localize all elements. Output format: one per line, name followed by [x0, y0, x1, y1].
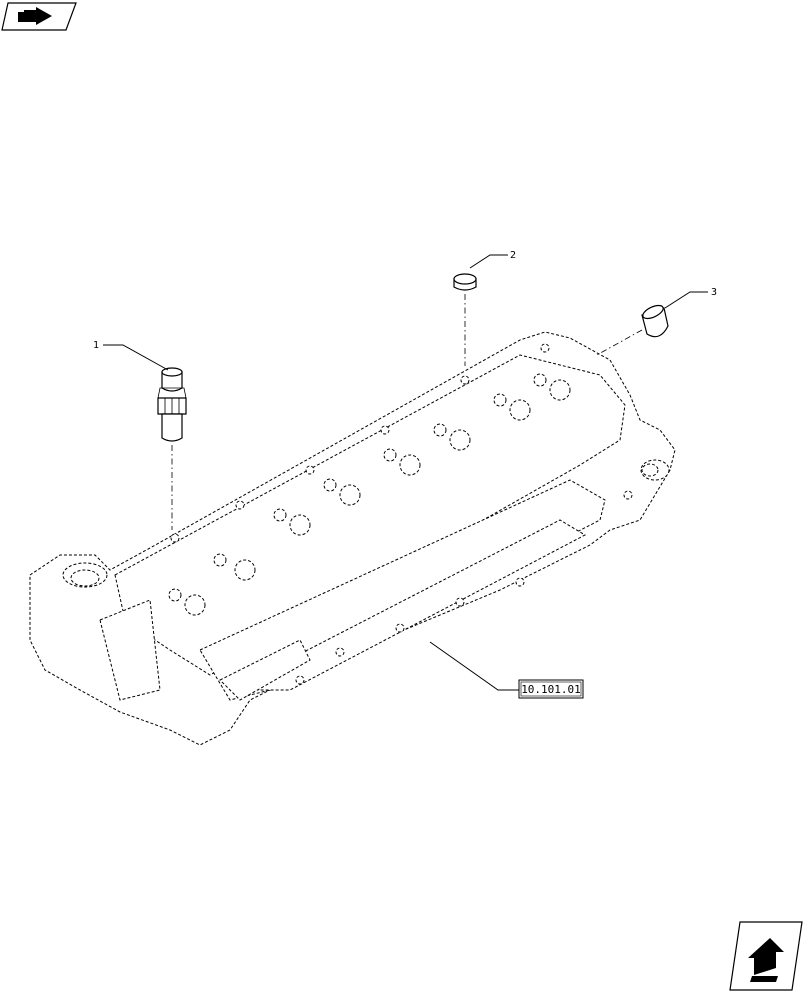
part-1-fitting [157, 367, 187, 442]
valve-clusters [168, 373, 571, 616]
reference-link[interactable]: 10.101.01 [518, 679, 584, 699]
book-arrow-icon[interactable] [1, 2, 77, 31]
callout-1: 1 [93, 340, 99, 351]
next-page-arrow-icon[interactable] [729, 921, 803, 991]
part-2-plug [453, 273, 477, 291]
part-3-cap [641, 304, 669, 338]
cylinder-head [29, 331, 676, 746]
part-3-axis [594, 329, 643, 357]
bolt-holes [170, 343, 633, 685]
callout-2: 2 [510, 250, 516, 261]
callout-1-leader [103, 344, 169, 371]
callout-3-leader [664, 291, 708, 309]
callout-2-leader [469, 254, 508, 269]
callout-3: 3 [711, 287, 717, 298]
reference-leader [429, 641, 520, 691]
reference-label: 10.101.01 [521, 683, 581, 696]
